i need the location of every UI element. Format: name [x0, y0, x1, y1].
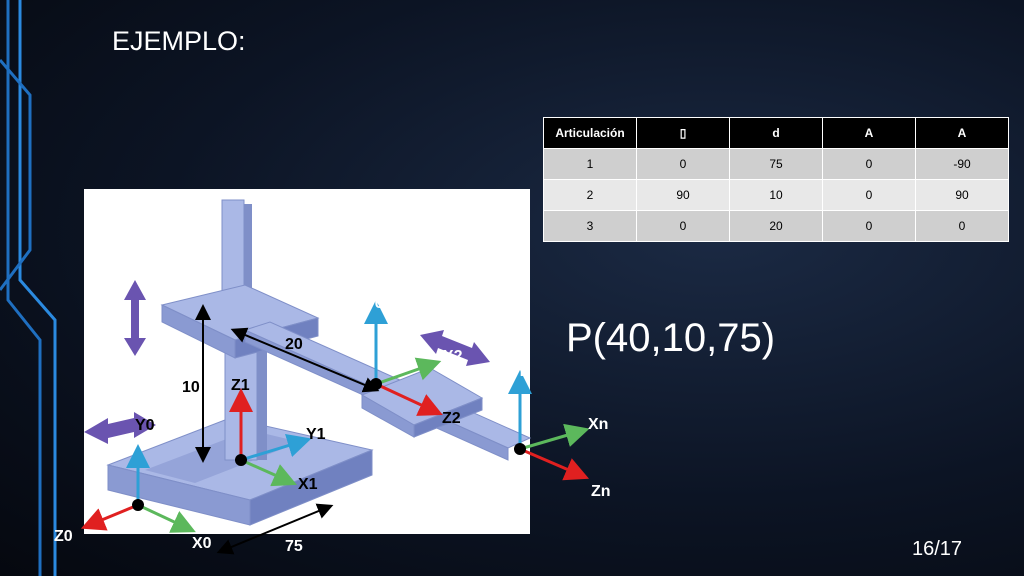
table-cell: 0 — [822, 179, 916, 211]
table-cell: 90 — [915, 179, 1009, 211]
column-header: A — [822, 117, 916, 149]
table-cell: 0 — [636, 148, 730, 180]
label-dim-75: 75 — [285, 538, 303, 555]
column-header-theta: ▯ — [636, 117, 730, 149]
column-header: Articulación — [543, 117, 637, 149]
page-number: 16/17 — [912, 538, 963, 560]
table-cell: 90 — [636, 179, 730, 211]
label-xn: Xn — [588, 416, 608, 433]
table-row: 3 0 20 0 0 — [543, 210, 1009, 242]
column-header: d — [729, 117, 823, 149]
table-header-row: Articulación ▯ d A A — [543, 117, 1009, 149]
table-cell: 20 — [729, 210, 823, 242]
label-x0: X0 — [192, 535, 212, 552]
robot-figure-background — [84, 189, 530, 534]
table-cell: 75 — [729, 148, 823, 180]
point-coordinates: P(40,10,75) — [566, 316, 776, 360]
decorative-circuit-lines — [0, 0, 57, 576]
table-cell: 10 — [729, 179, 823, 211]
table-cell: 0 — [636, 210, 730, 242]
table-row: 1 0 75 0 -90 — [543, 148, 1009, 180]
table-cell: 0 — [822, 210, 916, 242]
table-cell: 3 — [543, 210, 637, 242]
table-row: 2 90 10 0 90 — [543, 179, 1009, 211]
column-header: A — [915, 117, 1009, 149]
table-cell: 0 — [915, 210, 1009, 242]
table-cell: 0 — [822, 148, 916, 180]
missing-glyph-icon: ▯ — [679, 126, 687, 140]
table-cell: 2 — [543, 179, 637, 211]
slide-title: EJEMPLO: — [112, 26, 246, 56]
table-cell: -90 — [915, 148, 1009, 180]
dh-parameters-table: Articulación ▯ d A A 1 0 75 0 -90 2 90 1… — [543, 117, 1009, 242]
label-zn: Zn — [591, 483, 611, 500]
table-cell: 1 — [543, 148, 637, 180]
